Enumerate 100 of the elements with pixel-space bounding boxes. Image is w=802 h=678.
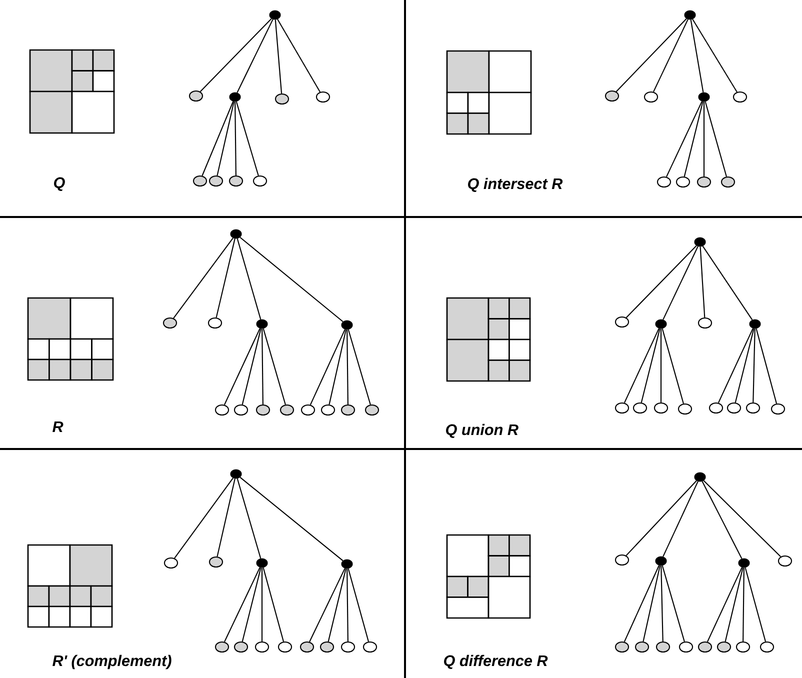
tree-node [726,402,742,414]
tree-branch [262,328,286,405]
tree-branch [624,565,660,642]
tree-branch [703,480,781,558]
tree-node [614,641,630,653]
tree-node [732,91,748,103]
tree-branch [662,328,684,404]
tree-node [694,237,706,247]
tree-node [320,404,336,416]
tree-branch [242,568,262,642]
tree-branch [662,566,685,642]
tree-branch [626,245,697,318]
tree-node [778,555,792,567]
tree-branch [200,18,272,92]
tree-node [252,175,268,187]
tree-node [770,403,786,415]
tree-branch [702,246,753,320]
tree-node [720,176,736,188]
tree-node [234,641,248,653]
tree-branch [310,329,346,406]
tree-node [208,175,224,187]
tree-branch [174,478,234,559]
tree-node [316,91,330,103]
tree-node [208,317,222,329]
tree-branch [236,478,262,559]
tree-branch [224,567,260,642]
tree-node [254,641,270,653]
tree-node [320,641,334,653]
panel-label: Q union R [446,424,518,438]
tree-branch [734,328,754,403]
tree-branch [242,328,262,405]
tree-node [749,319,761,329]
tree-node [164,557,178,569]
tree-node [162,317,178,329]
tree-node [214,404,230,416]
tree-node [678,403,692,415]
tree-node [300,404,316,416]
tree-branch [328,330,346,405]
tree-branch [724,568,744,642]
tree-node [684,10,696,20]
tree-branch [703,102,705,176]
panel-label: R [52,421,64,432]
tree-branch [348,568,370,642]
tree-node [340,404,356,416]
tree-branch [236,19,274,93]
tree-node [230,229,242,239]
tree-branch [690,20,704,92]
panel-label: Q intersect R [468,178,563,192]
panel-label: Q [54,177,65,191]
tree-branch [216,238,236,318]
tree-branch [660,566,664,642]
tree-node [698,92,710,102]
tree-node [760,641,774,653]
tree-node [604,90,620,102]
tree-branch [642,566,660,642]
tree-branch [718,328,754,404]
tree-branch [666,101,702,178]
tree-node [654,402,668,414]
tree-branch [626,480,697,556]
tree-branch [262,328,264,404]
tree-node [188,90,204,102]
tree-node [278,641,292,653]
tree-node [738,558,750,568]
tree-branch [234,102,236,176]
tree-node [634,641,650,653]
tree-branch [640,328,660,403]
tree-branch [653,19,688,92]
tree-branch [700,246,706,318]
tree-node [656,176,672,188]
tree-node [614,316,630,328]
tree-node [656,641,670,653]
tree-branch [240,236,344,322]
tree-node [256,404,270,416]
tree-node [716,641,732,653]
tree-branch [752,328,756,402]
tree-node [698,317,712,329]
tree-branch [236,238,262,320]
tree-branch [262,568,284,642]
tree-branch [662,246,698,320]
tree-node [274,93,290,105]
tree-branch [236,101,259,176]
tree-node [340,641,356,653]
tree-node [708,402,724,414]
tree-node [341,559,353,569]
tree-branch [704,102,727,177]
tree-node [192,175,208,187]
tree-node [214,641,230,653]
tree-branch [173,238,234,319]
tree-branch [706,567,742,642]
tree-node [364,404,380,416]
tree-branch [216,102,234,176]
tree-branch [348,330,371,405]
tree-node [644,91,658,103]
tree-node [614,402,630,414]
tree-branch [616,18,687,92]
tree-branch [684,102,704,177]
tree-node [678,641,694,653]
tree-node [614,554,630,566]
tree-branch [261,568,263,642]
tree-branch [309,568,346,642]
